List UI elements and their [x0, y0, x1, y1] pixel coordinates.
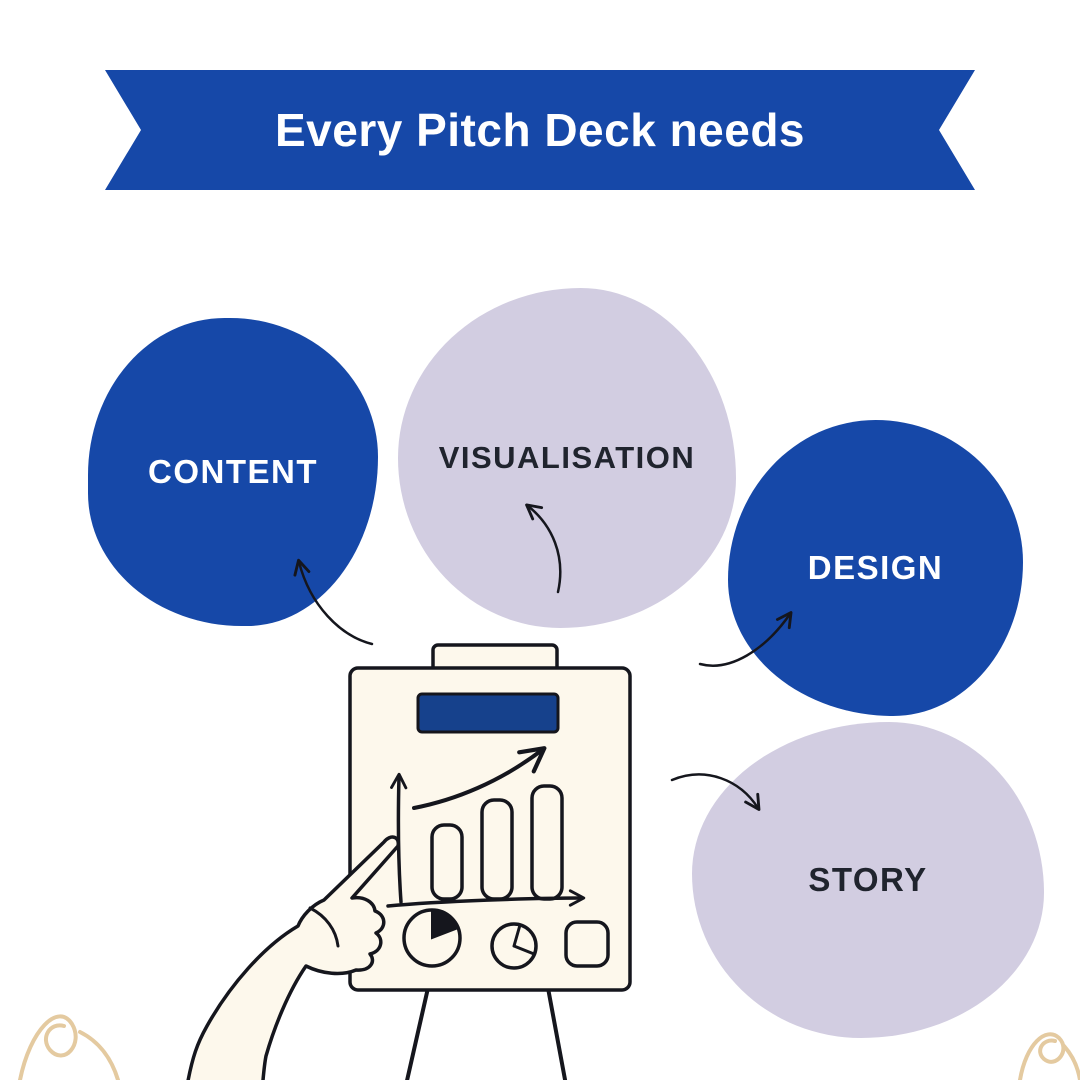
donut-chart-icon — [490, 922, 538, 970]
board-header-bar-icon — [416, 692, 560, 734]
pointing-hand-icon — [186, 835, 400, 1080]
node-content: CONTENT — [88, 318, 378, 626]
chart-y-axis-icon — [390, 772, 408, 904]
flipchart-top-tab-icon — [431, 643, 559, 679]
node-design: DESIGN — [728, 420, 1023, 716]
node-design-label: DESIGN — [807, 549, 944, 586]
pie-chart-icon — [402, 908, 462, 968]
node-story: STORY — [692, 722, 1044, 1038]
flipchart-board — [348, 666, 632, 992]
corner-squiggle-left — [18, 1014, 120, 1080]
node-visualisation-label: VISUALISATION — [438, 440, 696, 475]
title-ribbon: Every Pitch Deck needs — [105, 70, 975, 190]
node-story-label: STORY — [808, 861, 928, 898]
flipchart-illustration — [186, 643, 632, 1080]
legend-square-icon — [564, 920, 610, 968]
chart-x-axis-icon — [386, 889, 586, 908]
page-title: Every Pitch Deck needs — [274, 104, 806, 156]
growth-arrow-icon — [412, 746, 547, 810]
bar-chart-icon — [430, 784, 564, 901]
corner-squiggle-right — [1018, 1032, 1080, 1080]
easel-legs-icon — [405, 986, 568, 1080]
node-content-label: CONTENT — [148, 453, 318, 490]
node-visualisation: VISUALISATION — [398, 288, 736, 628]
